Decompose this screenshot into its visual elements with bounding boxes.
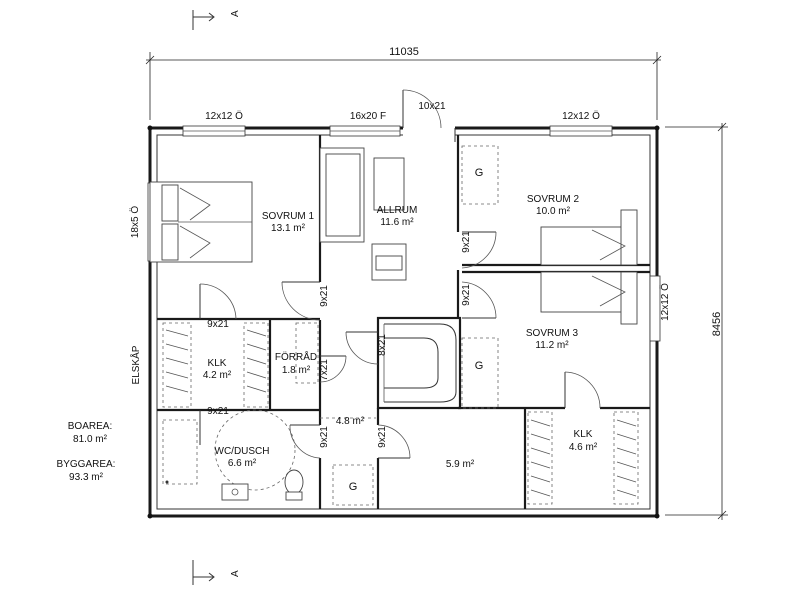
door-labels: 9x21 9x21 9x21 7x21 8x21 9x21 9x21 9x21 … xyxy=(207,231,472,448)
room-forrad-area: 1.8 m² xyxy=(282,365,311,376)
room-landing-area: 5.9 m² xyxy=(446,459,475,470)
wardrobe-sovrum2: G xyxy=(461,145,499,205)
room-hall-area: 4.8 m² xyxy=(336,416,365,427)
room-klk-right-name: KLK xyxy=(574,429,593,440)
door-sovrum1-label: 9x21 xyxy=(319,285,330,307)
room-sovrum1-area: 13.1 m² xyxy=(271,223,306,234)
door-swings xyxy=(199,231,601,459)
door-forrad-label: 7x21 xyxy=(319,359,330,381)
byggarea-label: BYGGAREA: xyxy=(57,459,116,470)
dimension-height: 8456 xyxy=(665,122,728,520)
room-sovrum3: SOVRUM 3 11.2 m² xyxy=(526,328,579,351)
dimension-width: 11035 xyxy=(145,46,662,120)
door-hall-label: 9x21 xyxy=(377,426,388,448)
room-klk-right: KLK 4.6 m² xyxy=(569,429,598,453)
wardrobe-tag-1: G xyxy=(475,167,484,179)
width-label: 11035 xyxy=(389,46,419,58)
window-right-label: 12x12 Ö xyxy=(659,283,671,321)
room-sovrum1-name: SOVRUM 1 xyxy=(262,211,315,222)
closet-klk-left xyxy=(162,322,269,408)
section-label-bottom: A xyxy=(230,570,241,577)
room-sovrum3-area: 11.2 m² xyxy=(535,340,569,351)
window-left-label: 18x5 Ö xyxy=(129,206,141,238)
room-klk-right-area: 4.6 m² xyxy=(569,442,598,453)
section-marker-top: A xyxy=(192,10,241,30)
room-allrum: ALLRUM 11.6 m² xyxy=(377,205,418,228)
closet-klk-right xyxy=(527,411,639,505)
window-top-center-label: 16x20 F xyxy=(350,111,386,122)
closet-forrad xyxy=(295,322,319,384)
room-sovrum2-area: 10.0 m² xyxy=(536,206,571,217)
room-allrum-name: ALLRUM xyxy=(377,205,418,216)
chair-allrum xyxy=(371,243,407,281)
room-hall: 4.8 m² xyxy=(336,416,365,427)
bed-sovrum3 xyxy=(540,271,638,325)
door-wc-label: 9x21 xyxy=(319,426,330,448)
bed-sovrum2 xyxy=(540,209,638,266)
room-klk-left: KLK 4.2 m² xyxy=(203,358,232,381)
height-label: 8456 xyxy=(711,312,723,336)
window-top-right-label: 12x12 Ö xyxy=(562,110,600,122)
stair xyxy=(383,323,457,403)
window-right: 12x12 Ö xyxy=(649,275,671,342)
section-label-top: A xyxy=(230,10,241,17)
window-top-left: 12x12 Ö xyxy=(182,110,246,137)
door-klk-top-label: 9x21 xyxy=(207,319,229,330)
entry-door-label: 10x21 xyxy=(418,101,446,112)
boarea-label: BOAREA: xyxy=(68,421,112,432)
window-top-left-label: 12x12 Ö xyxy=(205,110,243,122)
wardrobe-tag-3: G xyxy=(349,481,358,493)
door-sovrum2-label: 9x21 xyxy=(461,231,472,253)
toilet xyxy=(284,469,304,501)
elskap-label: ELSKÅP xyxy=(129,345,142,384)
window-top-center: 16x20 F xyxy=(329,111,401,137)
room-wc: WC/DUSCH 6.6 m² xyxy=(215,446,270,469)
bed-sovrum1 xyxy=(149,181,253,263)
room-forrad-name: FÖRRÅD xyxy=(275,350,317,363)
room-allrum-area: 11.6 m² xyxy=(380,217,414,228)
room-sovrum2-name: SOVRUM 2 xyxy=(527,194,580,205)
wardrobe-sovrum3: G xyxy=(461,337,499,409)
sofa-allrum xyxy=(319,147,365,243)
room-sovrum1: SOVRUM 1 13.1 m² xyxy=(262,211,315,234)
room-sovrum2: SOVRUM 2 10.0 m² xyxy=(527,194,580,217)
door-stair-label: 8x21 xyxy=(377,334,388,356)
area-summary: BOAREA: 81.0 m² BYGGAREA: 93.3 m² xyxy=(57,421,116,483)
room-sovrum3-name: SOVRUM 3 xyxy=(526,328,579,339)
room-wc-area: 6.6 m² xyxy=(228,458,257,469)
sink xyxy=(221,483,249,501)
room-wc-name: WC/DUSCH xyxy=(215,446,270,457)
boarea-value: 81.0 m² xyxy=(73,434,108,445)
room-landing: 5.9 m² xyxy=(446,459,475,470)
door-sovrum3-label: 9x21 xyxy=(461,284,472,306)
entry-door: 10x21 xyxy=(402,89,456,142)
door-klk-bottom-label: 9x21 xyxy=(207,406,229,417)
byggarea-value: 93.3 m² xyxy=(69,472,104,483)
shower-area xyxy=(162,409,296,491)
wardrobe-hall: G xyxy=(332,464,374,506)
room-klk-left-area: 4.2 m² xyxy=(203,370,232,381)
section-marker-bottom: A xyxy=(192,560,241,585)
room-forrad: FÖRRÅD 1.8 m² xyxy=(275,350,317,376)
table-allrum xyxy=(373,157,405,211)
wardrobe-tag-2: G xyxy=(475,360,484,372)
room-klk-left-name: KLK xyxy=(208,358,227,369)
window-top-right: 12x12 Ö xyxy=(549,110,613,137)
